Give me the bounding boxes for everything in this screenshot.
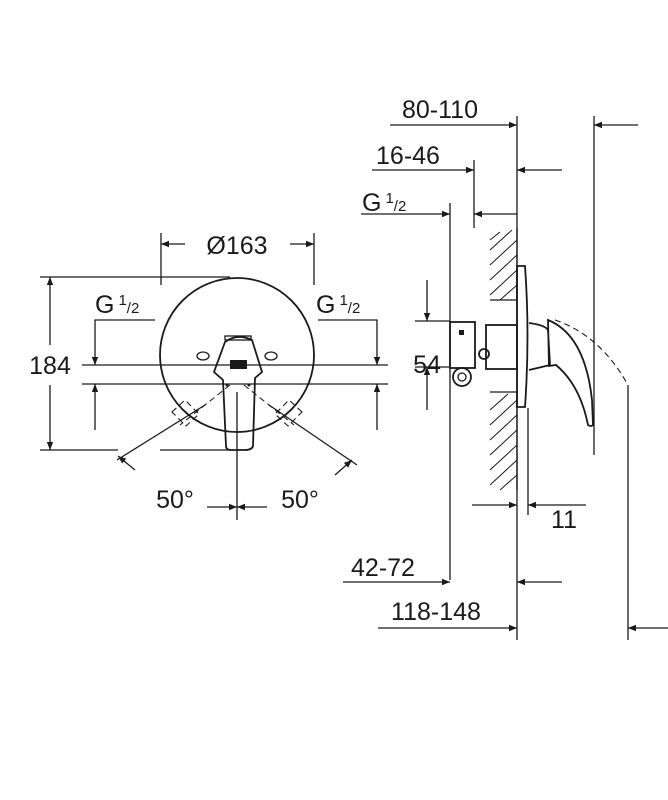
dim-16-46: 16-46 <box>376 142 440 170</box>
lever-side <box>528 318 594 427</box>
valve-body <box>449 321 476 369</box>
dim-42-72: 42-72 <box>351 554 415 582</box>
angle-right-label: 50° <box>281 486 319 514</box>
dim-80-110: 80-110 <box>402 96 478 124</box>
dim-54: 54 <box>413 351 441 379</box>
height-label: 184 <box>29 352 71 380</box>
wall <box>490 228 518 490</box>
diameter-label: Ø163 <box>206 232 267 260</box>
dim-118-148: 118-148 <box>391 598 481 626</box>
lever-handle <box>212 336 264 451</box>
angle-left-label: 50° <box>156 486 194 514</box>
cover-plate-side <box>516 265 529 408</box>
wall-hatching <box>489 229 518 491</box>
dim-11: 11 <box>551 506 577 534</box>
